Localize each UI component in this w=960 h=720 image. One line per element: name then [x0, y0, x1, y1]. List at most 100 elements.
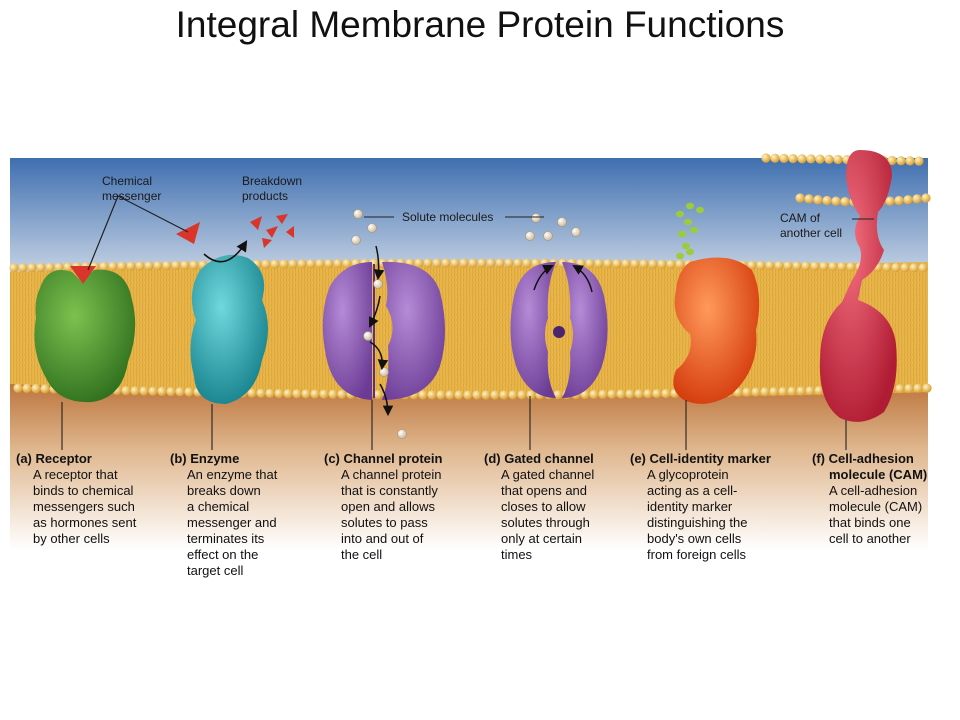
phospholipid-head [904, 383, 914, 394]
phospholipid-head [905, 156, 915, 166]
solute-molecule [367, 223, 377, 233]
phospholipid-head [463, 390, 473, 400]
solute-molecules [351, 209, 581, 439]
solute-molecule [543, 231, 553, 241]
phospholipid-head [822, 195, 832, 206]
cell-adhesion-molecule [819, 150, 897, 422]
phospholipid-head [166, 386, 176, 397]
sugar-unit [676, 252, 684, 260]
caption-line: body's own cells [647, 531, 742, 546]
phospholipid-head [796, 386, 806, 396]
label-chemical-messenger-line-2: messenger [102, 189, 161, 203]
phospholipid-head [840, 197, 850, 207]
phospholipid-head [423, 258, 433, 268]
caption-line: A channel protein [341, 467, 441, 482]
phospholipid-head [765, 260, 775, 271]
phospholipid-head [135, 261, 145, 271]
phospholipid-head [9, 263, 19, 273]
phospholipid-head [157, 386, 167, 396]
phospholipid-head [921, 193, 931, 203]
phospholipid-head [522, 258, 532, 268]
phospholipid-head [815, 154, 825, 164]
sugar-unit [686, 202, 694, 210]
phospholipid-head [126, 261, 136, 271]
caption-line: molecule (CAM) [829, 499, 922, 514]
solute-molecule [351, 235, 361, 245]
phospholipid-head [486, 258, 496, 268]
solute-molecule [557, 217, 567, 227]
phospholipid-head [630, 259, 640, 269]
solute-molecule [379, 367, 389, 377]
phospholipid-head [261, 259, 271, 269]
phospholipid-head [922, 383, 932, 393]
label-solute-molecules: Solute molecules [402, 210, 493, 224]
phospholipid-head [648, 259, 658, 269]
phospholipid-head [747, 260, 757, 270]
caption-line: that binds one [829, 515, 911, 530]
caption-line: messenger and [187, 515, 277, 530]
phospholipid-head [612, 259, 622, 269]
phospholipid-head [139, 386, 149, 396]
phospholipid-head [36, 262, 46, 273]
phospholipid-head [472, 390, 482, 400]
caption-line: as hormones sent [33, 515, 137, 530]
sugar-unit [684, 218, 692, 226]
phospholipid-head [130, 386, 140, 396]
caption-line: An enzyme that [187, 467, 278, 482]
phospholipid-head [315, 259, 325, 269]
phospholipid-head [328, 389, 338, 399]
breakdown-products [250, 214, 294, 248]
phospholipid-head [283, 389, 293, 399]
phospholipid-head [337, 389, 347, 399]
caption-title: (f) Cell-adhesion [812, 451, 914, 466]
phospholipid-head [301, 389, 311, 399]
phospholipid-head [779, 153, 789, 163]
phospholipid-head [144, 261, 154, 271]
phospholipid-head [504, 258, 514, 268]
phospholipid-head [769, 387, 779, 397]
phospholipid-head [643, 389, 653, 399]
phospholipid-head [180, 260, 190, 270]
phospholipid-head [117, 261, 127, 271]
gated-channel-protein [510, 262, 608, 398]
phospholipid-head [45, 262, 55, 272]
page-title: Integral Membrane Protein Functions [175, 4, 785, 45]
label-breakdown-products-line-2: products [242, 189, 288, 203]
phospholipid-head [675, 259, 685, 269]
caption-title: (a) Receptor [16, 451, 92, 466]
phospholipid-head [459, 258, 469, 268]
phospholipid-head [797, 154, 807, 164]
phospholipid-head [175, 387, 185, 397]
sugar-unit [686, 248, 694, 256]
phospholipid-head [887, 155, 897, 166]
phospholipid-head [801, 261, 811, 271]
phospholipid-head [27, 263, 37, 273]
solute-flow-arrows [369, 245, 593, 417]
caption-line: breaks down [187, 483, 261, 498]
phospholipid-head [508, 390, 518, 400]
leader-lines [61, 216, 874, 450]
phospholipid-head [634, 389, 644, 399]
caption-line: identity marker [647, 499, 733, 514]
chemical-messenger [87, 195, 200, 271]
sugar-unit [678, 230, 686, 238]
caption-line: messengers such [33, 499, 135, 514]
sugar-unit [682, 242, 690, 250]
caption-line: the cell [341, 547, 382, 562]
caption-title: molecule (CAM) [829, 467, 927, 482]
phospholipid-head [279, 259, 289, 269]
phospholipid-head [162, 260, 172, 271]
caption-line: solutes to pass [341, 515, 428, 530]
phospholipid-head [499, 390, 509, 400]
caption-line: terminates its [187, 531, 265, 546]
phospholipid-head [912, 194, 922, 204]
caption-line: by other cells [33, 531, 110, 546]
phospholipid-head [373, 390, 383, 400]
caption-line: effect on the [187, 547, 258, 562]
cytoplasm [10, 370, 928, 550]
sugar-unit [690, 226, 698, 234]
